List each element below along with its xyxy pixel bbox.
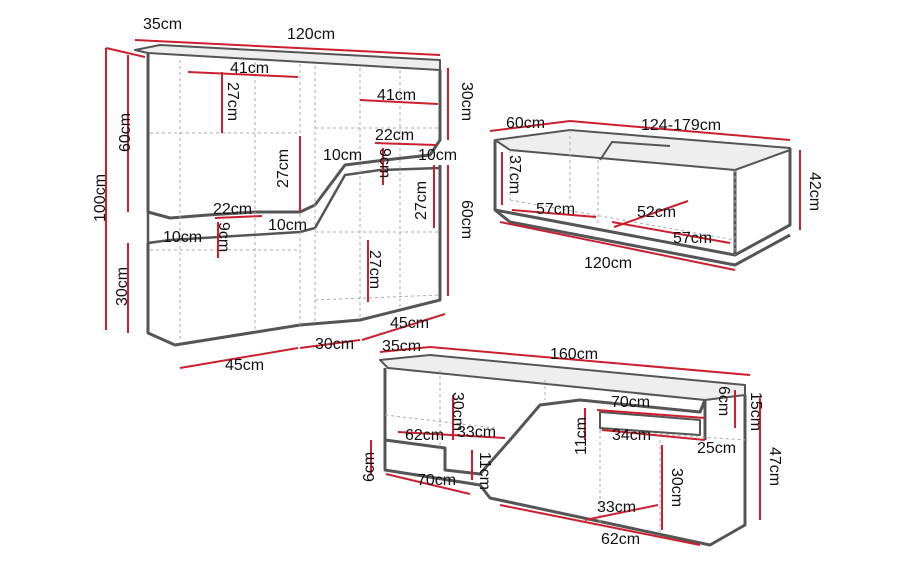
- table-inner-w2-label: 52cm: [637, 204, 677, 221]
- tv-shelf-w-label: 70cm: [611, 394, 651, 411]
- tv-w34-label: 34cm: [612, 427, 652, 444]
- tv-w25-label: 25cm: [697, 440, 737, 457]
- tv-w62-label: 62cm: [405, 427, 445, 444]
- tv-left-h-label: 6cm: [361, 451, 378, 482]
- tv-bottom-70-label: 70cm: [417, 472, 457, 489]
- coffee-table-dim-lines: [489, 120, 801, 271]
- wall-right-h1-label: 27cm: [413, 180, 430, 220]
- wall-top-h-label: 30cm: [458, 82, 475, 122]
- tv-height-label: 47cm: [766, 447, 783, 487]
- coffee-table-guides: [509, 130, 736, 255]
- wall-shelf-w2-label: 41cm: [377, 87, 417, 104]
- wall-bottom-45-left-label: 45cm: [225, 357, 265, 374]
- wall-right-h2-label: 60cm: [458, 200, 475, 240]
- wall-shelf-h1-label: 27cm: [224, 82, 241, 122]
- table-inner-h-label: 37cm: [506, 155, 523, 195]
- wall-bottom-30-label: 30cm: [315, 336, 355, 353]
- wall-slot-h-label: 9cm: [376, 148, 393, 179]
- table-inner-w3-label: 57cm: [673, 230, 713, 247]
- wall-upper-h-label: 60cm: [117, 112, 134, 152]
- tv-bottom-62-label: 62cm: [601, 531, 641, 548]
- tv-width-label: 160cm: [550, 346, 599, 363]
- wall-unit-dim-lines: [105, 39, 449, 369]
- wall-niche-right-label: 10cm: [418, 147, 458, 164]
- wall-lower-niche-label: 10cm: [268, 217, 308, 234]
- wall-width-label: 120cm: [287, 26, 336, 43]
- wall-lower-left-niche-label: 10cm: [163, 229, 203, 246]
- tv-bottom-11-label: 11cm: [476, 452, 493, 490]
- wall-depth-label: 35cm: [143, 16, 183, 33]
- table-height-label: 42cm: [806, 172, 823, 212]
- table-depth-label: 60cm: [506, 115, 546, 132]
- wall-total-h-label: 100cm: [92, 173, 109, 222]
- wall-unit-guides: [150, 60, 441, 340]
- tv-slot-h-label: 11cm: [573, 417, 590, 455]
- wall-bottom-45-right-label: 45cm: [390, 315, 430, 332]
- wall-slot-w-label: 22cm: [375, 127, 415, 144]
- tv-right-h-label: 30cm: [668, 468, 685, 508]
- tv-depth-label: 35cm: [382, 338, 422, 355]
- wall-unit-drawing: [134, 44, 442, 347]
- wall-lower-slot-w-label: 22cm: [213, 201, 253, 218]
- wall-lower-right-h-label: 27cm: [366, 250, 383, 290]
- table-base-w-label: 120cm: [584, 255, 633, 272]
- wall-mid-h-label: 27cm: [275, 148, 292, 188]
- table-inner-w1-label: 57cm: [536, 201, 576, 218]
- wall-lower-h-label: 30cm: [114, 266, 131, 306]
- wall-lower-slot-h-label: 9cm: [215, 222, 232, 253]
- tv-panel-h-label: 15cm: [747, 392, 764, 432]
- wall-shelf-w1-label: 41cm: [230, 60, 270, 77]
- table-width-range-label: 124-179cm: [641, 117, 722, 134]
- tv-w33-label: 33cm: [457, 424, 497, 441]
- tv-top-h-label: 6cm: [715, 386, 732, 417]
- tv-stand-dim-lines: [370, 346, 761, 546]
- tv-stand-drawing: [379, 354, 747, 547]
- wall-niche-left-label: 10cm: [323, 147, 363, 164]
- tv-inner-33-label: 33cm: [597, 499, 637, 516]
- coffee-table-drawing: [493, 129, 792, 267]
